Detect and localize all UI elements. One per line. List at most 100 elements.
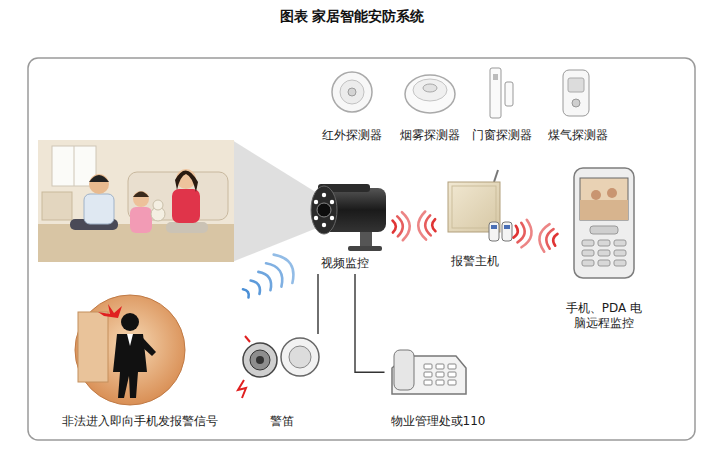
telephone-icon-part-part <box>424 372 432 377</box>
door-window-detector-icon-part <box>490 68 501 118</box>
door-window-detector-icon-part <box>505 82 513 106</box>
siren-icon-part <box>281 338 319 376</box>
signal-wave <box>432 219 435 231</box>
telephone-icon-part-part <box>448 380 456 385</box>
camera-illustration-part <box>322 193 326 197</box>
wired-link <box>355 274 385 372</box>
signal-wave <box>274 255 294 283</box>
family-photo-part <box>52 146 96 186</box>
gas-detector-icon-part <box>572 99 580 107</box>
mobile-phone-icon-part-part <box>598 250 610 256</box>
outer-frame <box>28 58 695 440</box>
wireless-signal <box>513 220 557 252</box>
family-photo-part <box>84 194 114 224</box>
door-window-detector-icon <box>490 68 513 118</box>
signal-wave <box>546 229 553 249</box>
figure-title: 图表 家居智能安防系统 <box>0 8 704 26</box>
alarm-host-icon-part <box>491 225 497 229</box>
mobile-phone-icon-part-part <box>598 260 610 266</box>
smoke-detector-icon-part <box>405 75 455 113</box>
siren-node: 警笛 <box>234 334 330 432</box>
wireless-signal <box>243 255 293 298</box>
intruder-scene-part <box>121 313 139 331</box>
siren-icon-part <box>256 356 264 364</box>
phone-node: 手机、PDA 电脑远程监控 <box>559 164 649 334</box>
signal-wave <box>251 281 260 294</box>
family-photo-part <box>89 174 109 194</box>
signal-wave <box>418 212 426 240</box>
intruder-node: 非法进入即向手机发报警信号 <box>40 294 240 432</box>
camera-illustration-part <box>360 230 372 248</box>
mobile-phone-icon-part <box>591 190 601 200</box>
detector-node: 煤气探测器 <box>542 66 614 146</box>
device-label: 物业管理处或110 <box>389 414 488 432</box>
smoke-detector-icon-part <box>413 79 447 101</box>
door-window-detector-icon-part <box>493 74 498 80</box>
camera-illustration-part <box>322 223 326 227</box>
family-photo-part <box>42 192 72 220</box>
camera-illustration-part <box>314 200 318 204</box>
family-photo-part <box>133 192 149 198</box>
signal-wave <box>513 226 517 238</box>
device-label: 煤气探测器 <box>546 128 610 146</box>
family-photo-part <box>166 222 208 233</box>
mobile-phone-icon-part <box>607 188 617 198</box>
alarm-host-icon-part <box>504 225 510 229</box>
signal-wave <box>393 221 396 233</box>
family-photo-part <box>74 146 75 186</box>
signal-wave <box>266 263 282 286</box>
telephone-icon-part-part <box>436 364 444 369</box>
alarm-host-icon-part <box>494 170 498 182</box>
device-label: 红外探测器 <box>320 128 384 146</box>
camera-view-wedge <box>232 140 322 262</box>
device-label: 报警主机 <box>449 254 501 272</box>
camera-illustration-part <box>314 216 318 220</box>
telephone-icon-part-part <box>448 372 456 377</box>
siren-icon-part <box>238 380 246 398</box>
mobile-phone-icon-part <box>580 178 628 220</box>
device-label: 非法进入即向手机发报警信号 <box>60 414 220 432</box>
telephone-icon-part-part <box>424 380 432 385</box>
signal-wave <box>243 289 249 297</box>
family-photo-part <box>175 170 198 192</box>
camera-illustration <box>311 184 386 251</box>
mobile-phone-icon-part <box>590 226 618 234</box>
mobile-phone-icon-part-part <box>582 260 594 266</box>
family-photo <box>38 140 234 262</box>
signal-wave <box>517 223 524 243</box>
family-photo-part <box>133 191 149 207</box>
camera-illustration-part <box>330 216 334 220</box>
alarm-host-icon <box>448 170 512 241</box>
signal-wave <box>402 212 410 240</box>
telephone-icon-part-part <box>448 364 456 369</box>
camera-view-wedge-part <box>232 140 322 262</box>
intruder-scene-part <box>127 334 133 346</box>
family-photo-part <box>172 189 200 223</box>
telephone-icon-part-part <box>436 372 444 377</box>
detector-node: 红外探测器 <box>316 66 388 146</box>
mobile-phone-icon-part <box>580 200 628 220</box>
intruder-scene-part <box>141 338 156 356</box>
camera-illustration-part <box>317 203 331 217</box>
cable-line <box>317 274 318 334</box>
telephone-icon-part-part <box>424 364 432 369</box>
device-label: 门窗探测器 <box>470 128 534 146</box>
mobile-phone-icon-part <box>574 168 634 278</box>
signal-wave <box>553 234 557 246</box>
smoke-detector-icon <box>405 75 455 113</box>
siren-icon-part <box>243 343 277 377</box>
detector-node: 烟雾探测器 <box>394 66 466 146</box>
telephone-icon-part-part <box>436 380 444 385</box>
mobile-phone-icon-part-part <box>598 240 610 246</box>
gas-detector-icon-part <box>563 70 589 116</box>
signal-wave <box>258 272 271 290</box>
telephone-node: 物业管理处或110 <box>385 340 492 432</box>
mobile-phone-icon <box>574 168 634 278</box>
device-label: 手机、PDA 电脑远程监控 <box>563 301 645 334</box>
smoke-detector-icon-part <box>423 84 437 92</box>
alarm-host-icon-part <box>489 222 499 241</box>
mobile-phone-icon-part-part <box>614 260 626 266</box>
mobile-phone-icon-part-part <box>614 240 626 246</box>
